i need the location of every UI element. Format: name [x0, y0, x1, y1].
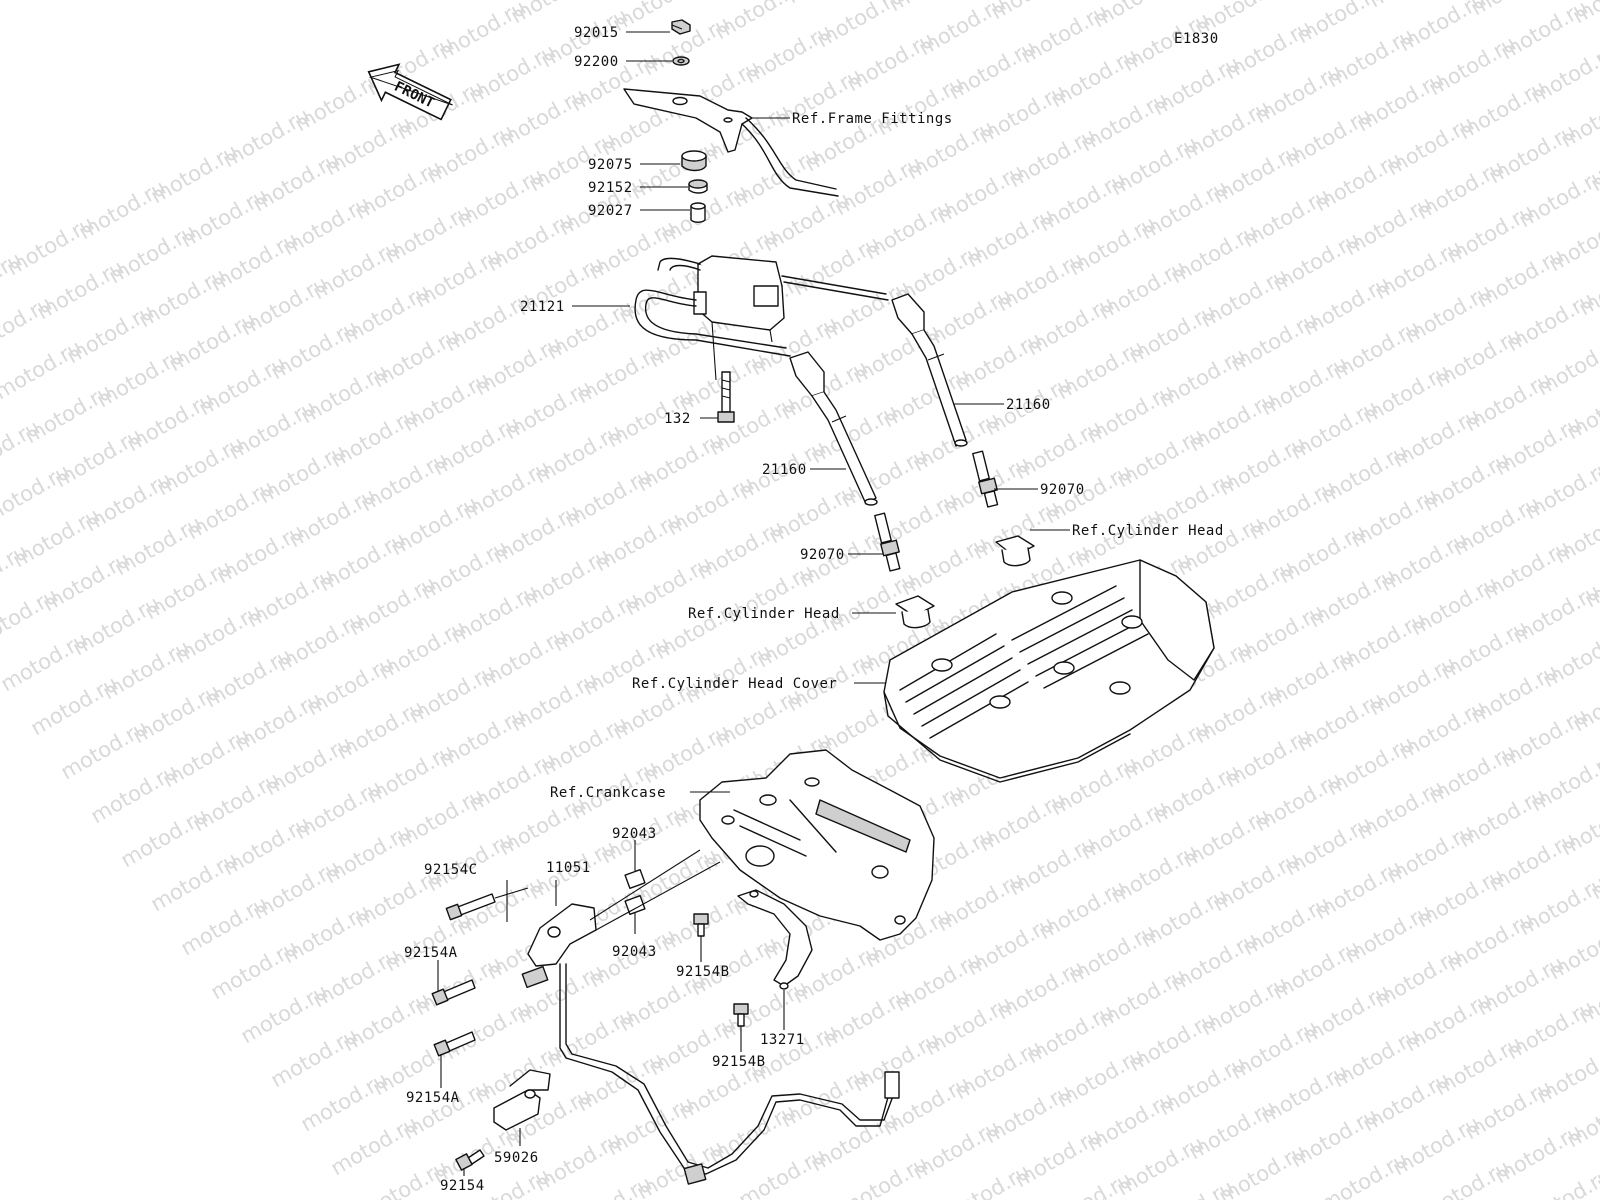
pickup-coil-11051 — [521, 849, 900, 1185]
plug-cap-21160-right — [891, 293, 968, 447]
label-92043-top: 92043 — [612, 826, 657, 842]
label-ref-cylinder-head-left: Ref.Cylinder Head — [688, 606, 840, 622]
label-92015: 92015 — [574, 25, 619, 41]
watermark-text: motod.ru — [1527, 39, 1600, 108]
label-11051: 11051 — [546, 860, 591, 876]
bolt-92154 — [455, 1149, 485, 1171]
label-92154b-top: 92154B — [676, 964, 730, 980]
label-ref-frame-fittings: Ref.Frame Fittings — [792, 111, 953, 127]
washer-92200 — [672, 56, 690, 66]
label-92154: 92154 — [440, 1178, 485, 1194]
label-92070-left: 92070 — [800, 547, 845, 563]
label-92200: 92200 — [574, 54, 619, 70]
label-92070-right: 92070 — [1040, 482, 1085, 498]
bolt-92154a-top — [431, 979, 476, 1006]
label-92152: 92152 — [588, 180, 633, 196]
bracket-13271 — [737, 889, 813, 990]
label-13271: 13271 — [760, 1032, 805, 1048]
watermark-text: motod.ru — [1545, 207, 1600, 276]
cylinder-head-plug-left — [895, 595, 935, 629]
watermark-text: motod.ru — [1533, 1039, 1600, 1108]
label-92154c: 92154C — [424, 862, 478, 878]
label-ref-crankcase: Ref.Crankcase — [550, 785, 666, 801]
label-59026: 59026 — [494, 1150, 539, 1166]
bolt-92154a-bottom — [433, 1031, 476, 1057]
label-92043-bottom: 92043 — [612, 944, 657, 960]
label-21121: 21121 — [520, 299, 565, 315]
watermark-text: motod.ru — [1545, 915, 1600, 984]
spark-plug-92070-right — [972, 450, 999, 508]
crankcase — [699, 749, 935, 941]
watermark-text: motod.ru — [1551, 499, 1600, 568]
collar-92043-bottom — [624, 894, 646, 916]
ignition-coil-21121 — [634, 255, 889, 381]
label-ref-cylinder-head-right: Ref.Cylinder Head — [1072, 523, 1224, 539]
spark-plug-92070-left — [874, 512, 901, 572]
label-ref-cylinder-head-cover: Ref.Cylinder Head Cover — [632, 676, 837, 692]
clamp-59026 — [493, 1069, 551, 1131]
cylinder-head-cover — [883, 559, 1215, 783]
label-92154a-bottom: 92154A — [406, 1090, 460, 1106]
bolt-132 — [717, 371, 735, 423]
diagram-code: E1830 — [1174, 31, 1219, 47]
label-132: 132 — [664, 411, 691, 427]
label-92154a-top: 92154A — [404, 945, 458, 961]
watermark-text: motod.ru — [1515, 163, 1600, 232]
grommet-92075 — [681, 150, 707, 172]
leader-lines — [437, 31, 1070, 1176]
label-92154b-bottom: 92154B — [712, 1054, 766, 1070]
label-92027: 92027 — [588, 203, 633, 219]
collar-92027 — [690, 202, 706, 223]
plug-cap-21160-left — [789, 351, 878, 506]
watermark-text: motod.ru — [1527, 747, 1600, 816]
frame-bracket — [623, 88, 839, 197]
watermark-text: motod.ru — [1533, 331, 1600, 400]
watermark-text: motod.ru — [1521, 455, 1600, 524]
watermark-text: motod.ru — [1515, 871, 1600, 940]
label-92075: 92075 — [588, 157, 633, 173]
cylinder-head-plug-right — [995, 535, 1035, 567]
collar-92043-top — [624, 868, 646, 890]
label-21160-right: 21160 — [1006, 397, 1051, 413]
callout-labels: 92015 92200 Ref.Frame Fittings 92075 921… — [404, 25, 1224, 1194]
watermark-text: motod.ru — [1539, 623, 1600, 692]
nut-92015 — [671, 19, 691, 35]
label-21160-left: 21160 — [762, 462, 807, 478]
bolt-92154c — [445, 887, 529, 921]
collar-92152 — [688, 179, 708, 194]
